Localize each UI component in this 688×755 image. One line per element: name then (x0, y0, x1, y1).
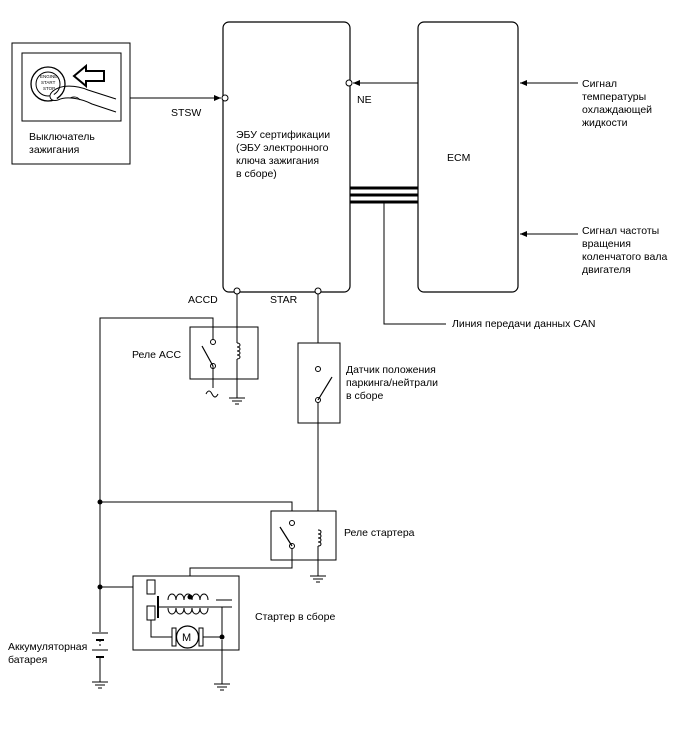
park-neutral-label-1: Датчик положения (346, 364, 436, 376)
star-label: STAR (270, 294, 298, 306)
button-text-3: STOP (43, 86, 55, 91)
certification-ecu: ЭБУ сертификации (ЭБУ электронного ключа… (221, 21, 353, 295)
ecu-label-1: ЭБУ сертификации (236, 129, 330, 141)
ecm: ECM (417, 21, 519, 293)
star-terminal (314, 287, 322, 295)
ecm-label: ECM (447, 152, 470, 164)
battery-label-1: Аккумуляторная (8, 641, 87, 653)
coolant-signal-3: охлаждающей (582, 104, 652, 116)
button-text-2: START (41, 80, 56, 85)
stsw-terminal (221, 94, 229, 102)
ecu-label-4: в сборе) (236, 168, 277, 180)
engine-start-button-icon: ENGINE START STOP (30, 66, 117, 113)
park-neutral-label-2: паркинга/нейтрали (346, 377, 438, 389)
motor-label: M (182, 632, 191, 644)
stsw-label: STSW (171, 107, 201, 119)
starter-relay-label: Реле стартера (344, 527, 415, 539)
starter-assembly: M Стартер в сборе (132, 575, 335, 651)
coolant-signal-2: температуры (582, 91, 646, 103)
crank-signal-4: двигателя (582, 264, 631, 276)
acc-relay-label: Реле ACC (132, 349, 182, 361)
ne-label: NE (357, 94, 372, 106)
coolant-signal-4: жидкости (582, 117, 628, 129)
motor-icon (175, 625, 200, 649)
ecu-label-3: ключа зажигания (236, 155, 319, 167)
acc-relay: Реле ACC (132, 294, 259, 405)
coolant-signal-1: Сигнал (582, 78, 617, 90)
ne-terminal (345, 79, 353, 87)
button-text-1: ENGINE (40, 74, 57, 79)
crank-signal-1: Сигнал частоты (582, 225, 659, 237)
battery: Аккумуляторная батарея (8, 632, 108, 689)
ignition-switch: ENGINE START STOP Выключатель зажигания (11, 42, 131, 165)
starter-relay: Реле стартера (270, 510, 415, 583)
park-neutral-sensor: Датчик положения паркинга/нейтрали в сбо… (297, 294, 438, 528)
park-neutral-label-3: в сборе (346, 390, 383, 402)
crank-signal-2: вращения (582, 238, 631, 250)
accd-label: ACCD (188, 294, 218, 306)
starter-label: Стартер в сборе (255, 611, 335, 623)
accd-terminal (233, 287, 241, 295)
can-bus: Линия передачи данных CAN (350, 186, 595, 330)
ecu-label-2: (ЭБУ электронного (236, 142, 329, 154)
ignition-switch-label-2: зажигания (29, 144, 79, 156)
crank-signal-3: коленчатого вала (582, 251, 667, 263)
can-line-label: Линия передачи данных CAN (452, 318, 595, 330)
press-arrow-icon (72, 63, 105, 89)
battery-label-2: батарея (8, 654, 47, 666)
ignition-switch-label-1: Выключатель (29, 131, 95, 143)
